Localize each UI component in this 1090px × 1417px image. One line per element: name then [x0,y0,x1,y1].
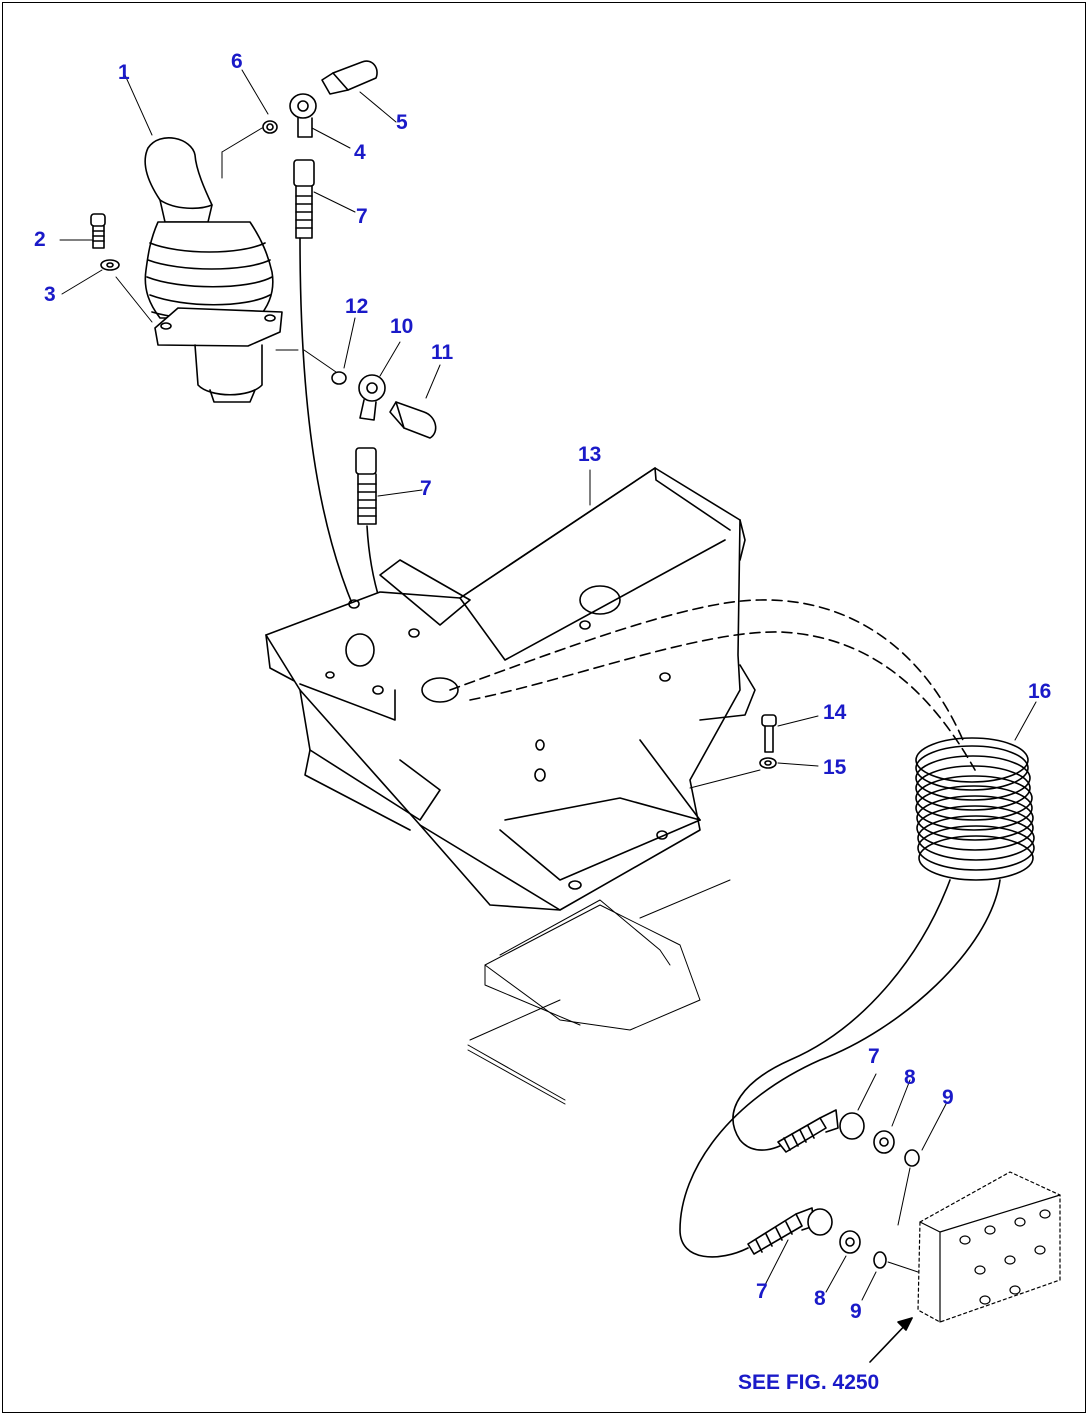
o-ring-icon [904,1149,920,1167]
washer-icon [262,120,278,134]
console-bracket-icon [265,467,756,911]
callout-4: 4 [354,141,366,164]
banjo-fitting-icon [289,93,317,138]
callout-12: 12 [345,295,369,318]
washer-icon [759,757,777,769]
callout-7-fitting-upper: 7 [868,1045,880,1068]
callout-13: 13 [578,443,602,466]
hose-end-icon [777,1109,865,1153]
hose-end-icon [355,447,377,525]
reference-arrow [869,1317,913,1363]
callout-11: 11 [431,341,454,364]
hose-end-icon [293,159,315,239]
valve-block [917,1171,1061,1323]
coiled-hose-icon [915,737,1035,881]
washer-icon [100,259,120,271]
callout-7-fitting-lower: 7 [756,1280,768,1303]
callout-8-lower: 8 [814,1287,826,1310]
banjo-bolt-icon [321,60,378,95]
adapter-icon [873,1130,895,1154]
callout-3: 3 [44,283,56,306]
callout-15: 15 [823,756,847,779]
callout-5: 5 [396,111,408,134]
joystick-lever-icon [144,137,283,403]
callout-2: 2 [34,228,46,251]
bolt-icon [761,714,777,753]
bolt-icon [90,213,106,249]
banjo-fitting-icon [358,374,386,421]
callout-10: 10 [390,315,414,338]
figure-reference: SEE FIG. 4250 [738,1371,880,1394]
leader-lines [59,69,1037,1301]
washer-icon [331,371,347,385]
callout-14: 14 [823,701,847,724]
banjo-bolt-icon [389,401,437,439]
floor-plate [467,879,731,1105]
callout-8-upper: 8 [904,1066,916,1089]
callout-9-upper: 9 [942,1086,954,1109]
callout-6: 6 [231,50,243,73]
hose-end-icon [747,1207,833,1255]
callout-9-lower: 9 [850,1300,862,1323]
o-ring-icon [873,1251,887,1269]
callout-1: 1 [118,61,130,84]
callout-7-mid: 7 [420,477,432,500]
callout-16: 16 [1028,680,1052,703]
adapter-icon [839,1230,861,1254]
callout-7-top: 7 [356,205,368,228]
